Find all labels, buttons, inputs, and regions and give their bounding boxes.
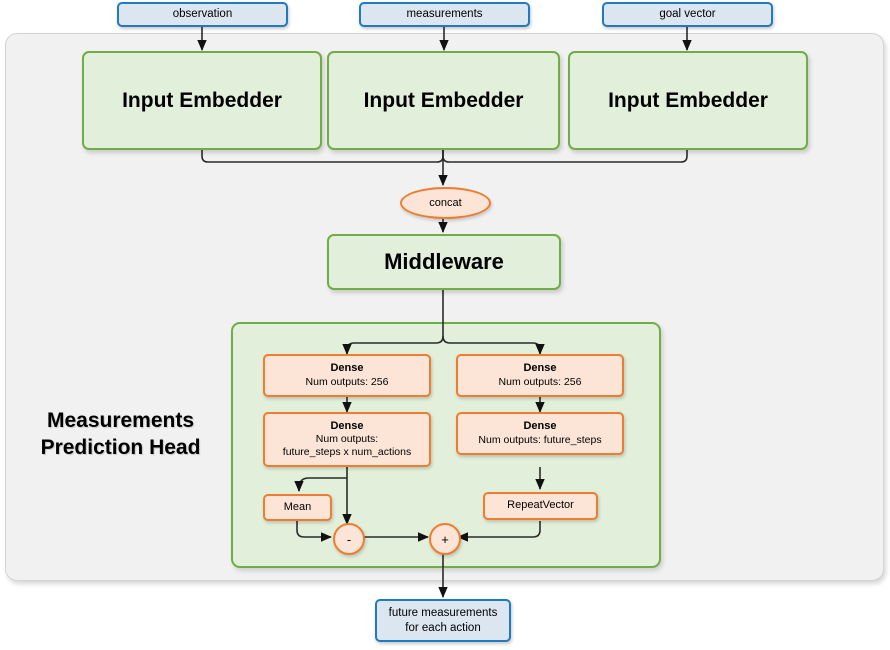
middleware-label: Middleware [384, 248, 504, 274]
output-label-line2: for each action [405, 621, 481, 634]
input-measurements-label: measurements [406, 8, 483, 21]
mean-block[interactable]: Mean [263, 494, 332, 521]
dense-left-2-title: Dense [330, 420, 364, 432]
dense-right-1-title: Dense [523, 362, 557, 375]
input-observation-label: observation [172, 8, 233, 21]
output-future-measurements[interactable]: future measurements for each action [375, 599, 511, 642]
repeat-vector-label: RepeatVector [507, 499, 574, 512]
repeat-vector-block[interactable]: RepeatVector [483, 492, 598, 520]
dense-right-2-title: Dense [523, 420, 557, 433]
subtract-operator-label: - [346, 531, 352, 547]
dense-left-2-subtitle-line2: future_steps x num_actions [282, 446, 412, 459]
input-embedder-observation[interactable]: Input Embedder [82, 51, 322, 150]
input-embedder-measurements-label: Input Embedder [363, 88, 524, 112]
input-goal-vector[interactable]: goal vector [602, 2, 773, 27]
mean-label: Mean [283, 500, 312, 513]
input-embedder-goal-vector-label: Input Embedder [608, 88, 768, 112]
subtract-operator[interactable]: - [333, 523, 365, 555]
dense-left-2[interactable]: Dense Num outputs: future_steps x num_ac… [263, 412, 431, 467]
dense-left-1[interactable]: Dense Num outputs: 256 [263, 354, 431, 397]
concat-label: concat [429, 197, 462, 209]
input-observation[interactable]: observation [117, 2, 288, 27]
prediction-head-title: Measurements Prediction Head [18, 408, 223, 462]
add-operator[interactable]: + [429, 523, 461, 555]
dense-left-2-subtitle-line1: Num outputs: [315, 433, 379, 446]
dense-right-1[interactable]: Dense Num outputs: 256 [456, 354, 624, 397]
output-label-line1: future measurements [388, 607, 498, 620]
input-embedder-observation-label: Input Embedder [122, 88, 282, 112]
middleware-block[interactable]: Middleware [327, 234, 561, 290]
input-measurements[interactable]: measurements [359, 2, 530, 27]
dense-right-2[interactable]: Dense Num outputs: future_steps [456, 412, 624, 455]
input-embedder-goal-vector[interactable]: Input Embedder [568, 51, 808, 150]
input-goal-vector-label: goal vector [659, 8, 716, 21]
add-operator-label: + [441, 531, 449, 547]
prediction-head-title-line1: Measurements [46, 409, 195, 432]
concat-node[interactable]: concat [400, 187, 491, 219]
dense-left-1-title: Dense [330, 362, 364, 375]
dense-right-1-subtitle: Num outputs: 256 [498, 375, 582, 388]
dense-left-1-subtitle: Num outputs: 256 [305, 375, 389, 388]
dense-right-2-subtitle: Num outputs: future_steps [478, 433, 602, 446]
prediction-head-title-line2: Prediction Head [40, 435, 201, 459]
input-embedder-measurements[interactable]: Input Embedder [327, 51, 560, 150]
